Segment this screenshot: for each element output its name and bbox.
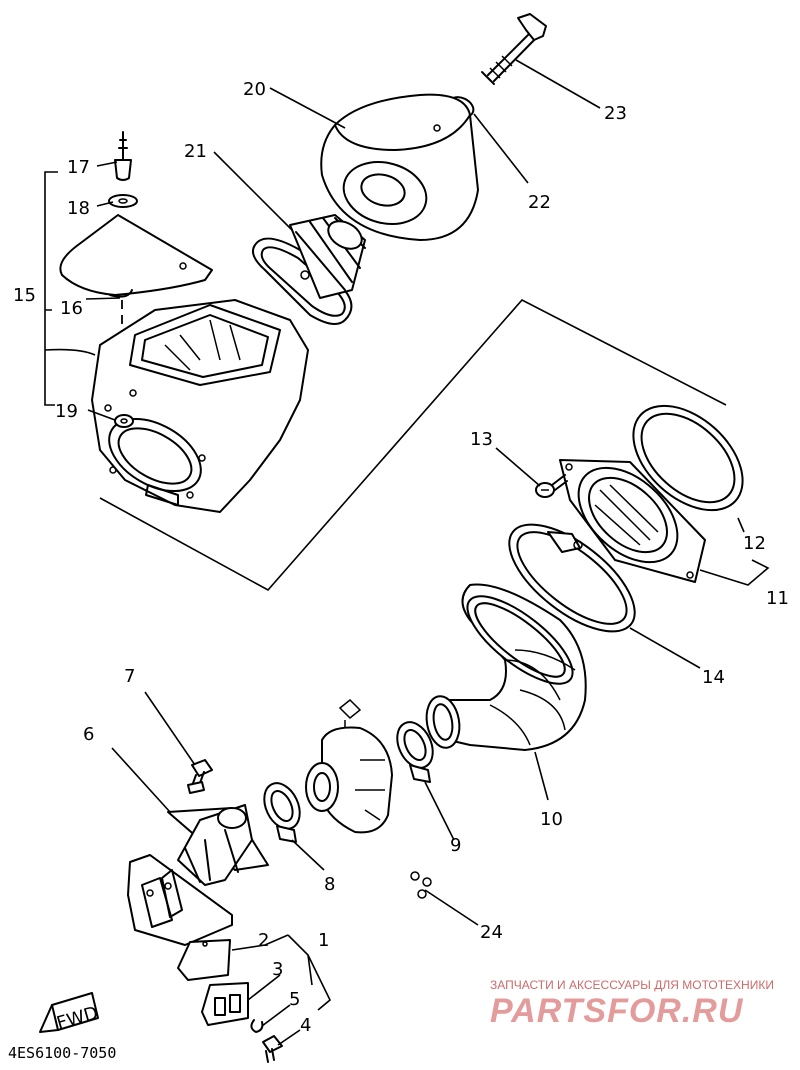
part-15-air-box (91, 299, 309, 513)
diagram-code: 4ES6100-7050 (8, 1044, 116, 1062)
watermark-subtitle: ЗАПЧАСТИ И АКСЕССУАРЫ ДЛЯ МОТОТЕХНИКИ (490, 978, 774, 992)
label-part-20: 20 (243, 79, 266, 100)
part-19-grommet (114, 414, 134, 428)
label-part-13: 13 (470, 429, 493, 450)
part-7-bolt (187, 759, 213, 794)
label-part-10: 10 (540, 809, 563, 830)
part-16-cover-plate (59, 214, 213, 298)
part-8-hose-clamp (263, 782, 301, 843)
label-part-15: 15 (13, 285, 36, 306)
leader-lines (85, 59, 770, 1046)
part-24-clip (410, 871, 432, 899)
label-part-1: 1 (318, 930, 329, 951)
label-part-21: 21 (184, 141, 207, 162)
part-14-band (508, 523, 636, 633)
label-part-16: 16 (60, 298, 83, 319)
label-part-22: 22 (528, 192, 551, 213)
airbox-assembly-guide (99, 299, 727, 592)
part-13-screw (535, 474, 568, 498)
label-part-3: 3 (272, 959, 283, 980)
part-5-washer (250, 1019, 264, 1033)
watermark-brand: PARTSFOR.RU (490, 992, 744, 1030)
part-number-labels: 1 2 3 4 5 6 7 8 9 10 11 12 13 14 15 16 1… (13, 79, 789, 1036)
part-3-reed-stopper (201, 982, 249, 1026)
label-part-4: 4 (300, 1015, 311, 1036)
label-part-23: 23 (604, 103, 627, 124)
part-11-air-filter-joint (559, 459, 706, 583)
label-part-17: 17 (67, 157, 90, 178)
part-4-screw (262, 1035, 283, 1063)
part-12-o-ring (632, 404, 744, 512)
label-part-18: 18 (67, 198, 90, 219)
part-17-screw (114, 131, 132, 181)
carburetor-phantom (305, 698, 393, 834)
label-part-12: 12 (743, 533, 766, 554)
watermark: ЗАПЧАСТИ И АКСЕССУАРЫ ДЛЯ МОТОТЕХНИКИ PA… (490, 978, 774, 1030)
part-9-hose-clamp (396, 721, 434, 783)
part-18-washer (108, 194, 138, 208)
label-part-11: 11 (766, 588, 789, 609)
label-part-14: 14 (702, 667, 725, 688)
part-21-filter-cage (252, 214, 366, 325)
part-6-reed-valve (167, 804, 269, 886)
label-part-8: 8 (324, 874, 335, 895)
part-1-reed-valve-assembly (127, 854, 233, 946)
part-10-intake-duct (425, 583, 587, 751)
label-part-5: 5 (289, 989, 300, 1010)
label-part-6: 6 (83, 724, 94, 745)
part-2-reed (177, 939, 231, 981)
part-23-wing-bolt (481, 13, 547, 85)
fwd-direction-badge: FWD (39, 992, 101, 1034)
label-part-7: 7 (124, 666, 135, 687)
part-15-bracket (44, 171, 96, 406)
label-part-9: 9 (450, 835, 461, 856)
label-part-19: 19 (55, 401, 78, 422)
label-part-2: 2 (258, 930, 269, 951)
part-20-air-filter-element (320, 93, 479, 241)
label-part-24: 24 (480, 922, 503, 943)
